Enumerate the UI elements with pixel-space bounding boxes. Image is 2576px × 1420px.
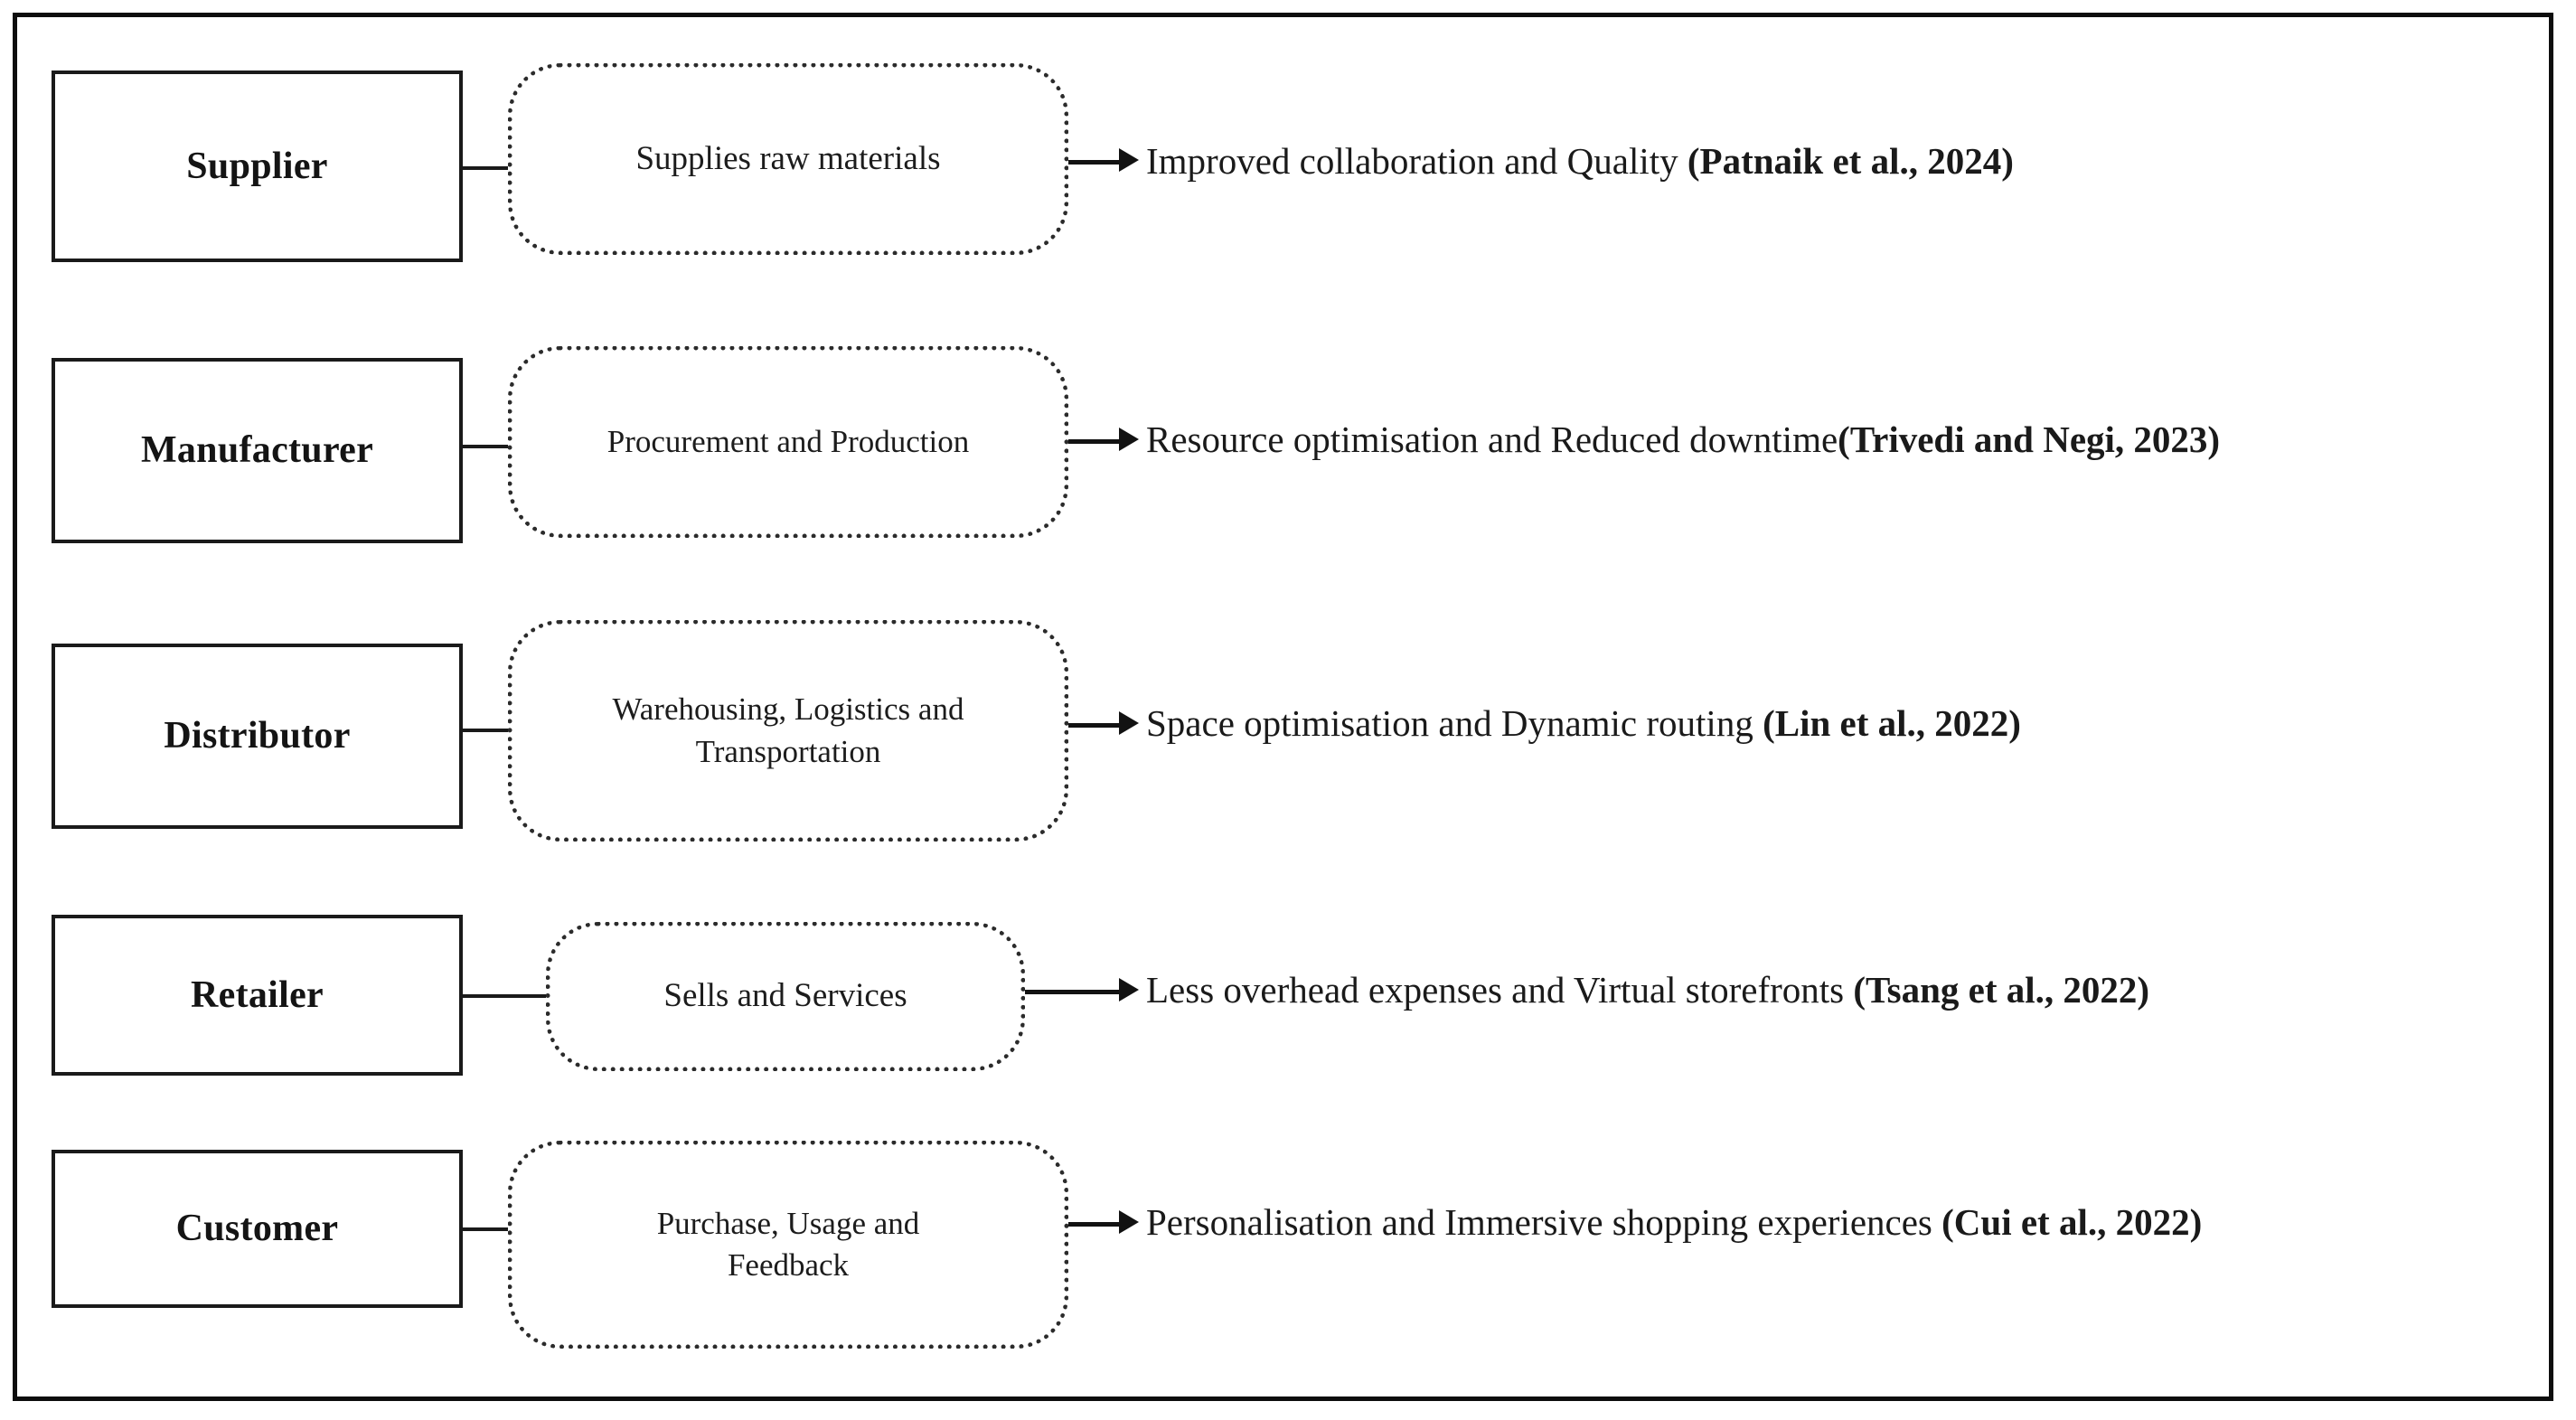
role-box-retailer: Retailer xyxy=(52,915,463,1076)
activity-box-customer: Purchase, Usage and Feedback xyxy=(508,1141,1068,1349)
activity-label: Sells and Services xyxy=(663,974,907,1019)
activity-label: Purchase, Usage and Feedback xyxy=(657,1203,920,1286)
activity-line-1: Sells and Services xyxy=(663,977,907,1015)
benefit-text-manufacturer: Resource optimisation and Reduced downti… xyxy=(1146,418,2220,461)
benefit-label: Less overhead expenses and Virtual store… xyxy=(1146,969,1845,1011)
activity-label: Procurement and Production xyxy=(607,421,969,463)
activity-line-1: Warehousing, Logistics and xyxy=(612,691,964,728)
activity-box-supplier: Supplies raw materials xyxy=(508,63,1068,255)
role-box-manufacturer: Manufacturer xyxy=(52,358,463,543)
activity-line-1: Procurement and Production xyxy=(606,423,970,459)
benefit-label: Improved collaboration and Quality xyxy=(1146,140,1678,182)
role-label: Manufacturer xyxy=(140,429,374,472)
citation-label: (Tsang et al., 2022) xyxy=(1853,969,2150,1011)
activity-label: Supplies raw materials xyxy=(635,137,940,182)
activity-line-2: Feedback xyxy=(727,1247,850,1283)
citation-label: (Lin et al., 2022) xyxy=(1763,702,2021,744)
role-box-distributor: Distributor xyxy=(52,644,463,829)
benefit-text-supplier: Improved collaboration and Quality (Patn… xyxy=(1146,140,2014,183)
benefit-text-retailer: Less overhead expenses and Virtual store… xyxy=(1146,969,2149,1011)
role-label: Distributor xyxy=(164,715,351,757)
activity-line-2: Transportation xyxy=(695,733,881,769)
activity-line-1: Supplies raw materials xyxy=(635,139,941,177)
activity-line-1: Purchase, Usage and xyxy=(656,1205,920,1241)
citation-label: (Patnaik et al., 2024) xyxy=(1687,140,2014,182)
benefit-text-distributor: Space optimisation and Dynamic routing (… xyxy=(1146,702,2021,745)
role-box-customer: Customer xyxy=(52,1150,463,1308)
role-label: Supplier xyxy=(186,145,328,187)
connector-line-retailer xyxy=(461,994,551,998)
connector-line-customer xyxy=(461,1227,513,1231)
benefit-label: Personalisation and Immersive shopping e… xyxy=(1146,1201,1932,1243)
connector-line-manufacturer xyxy=(461,445,513,448)
benefit-text-customer: Personalisation and Immersive shopping e… xyxy=(1146,1201,2202,1244)
connector-line-supplier xyxy=(461,166,513,170)
citation-label: (Trivedi and Negi, 2023) xyxy=(1838,418,2221,460)
activity-box-retailer: Sells and Services xyxy=(546,922,1025,1071)
activity-box-distributor: Warehousing, Logistics and Transportatio… xyxy=(508,620,1068,842)
role-label: Retailer xyxy=(191,973,324,1016)
benefit-label: Resource optimisation and Reduced downti… xyxy=(1146,418,1838,460)
benefit-label: Space optimisation and Dynamic routing xyxy=(1146,702,1753,744)
citation-label: (Cui et al., 2022) xyxy=(1941,1201,2203,1243)
role-label: Customer xyxy=(175,1208,339,1250)
role-box-supplier: Supplier xyxy=(52,71,463,262)
connector-line-distributor xyxy=(461,729,513,732)
activity-box-manufacturer: Procurement and Production xyxy=(508,346,1068,538)
activity-label: Warehousing, Logistics and Transportatio… xyxy=(613,689,964,772)
